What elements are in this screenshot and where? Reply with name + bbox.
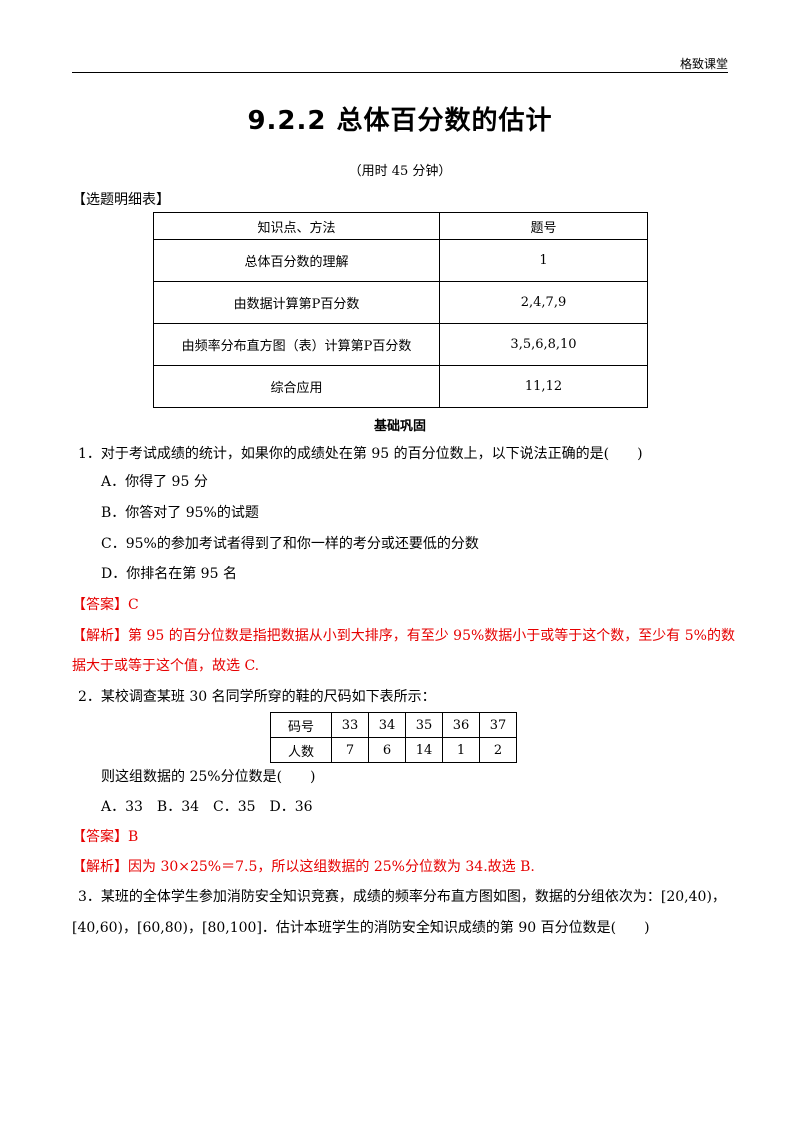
header-cell-topic: 知识点、方法	[153, 212, 440, 240]
size-cell: 34	[368, 712, 406, 738]
topic-cell: 总体百分数的理解	[153, 239, 440, 282]
header-brand: 格致课堂	[679, 57, 728, 71]
count-cell: 14	[405, 737, 443, 763]
size-cell: 33	[331, 712, 369, 738]
header-cell-question-no: 题号	[439, 212, 648, 240]
q2-answer: 【答案】B	[72, 829, 139, 845]
table-row: 总体百分数的理解 1	[153, 239, 648, 282]
q1-option-b: B．你答对了 95%的试题	[101, 505, 259, 521]
q1-analysis-line2: 据大于或等于这个值，故选 C.	[72, 658, 260, 674]
q2-options: A．33 B．34 C．35 D．36	[101, 799, 313, 815]
size-cell: 37	[479, 712, 517, 738]
time-note: （用时 45 分钟）	[348, 164, 452, 179]
header-divider	[72, 72, 728, 73]
section-heading: 基础巩固	[373, 419, 426, 434]
q3-stem-line1: 3．某班的全体学生参加消防安全知识竞赛，成绩的频率分布直方图如图，数据的分组依次…	[78, 889, 726, 905]
topic-cell: 由频率分布直方图（表）计算第P百分数	[153, 323, 440, 366]
table-row: 由数据计算第P百分数 2,4,7,9	[153, 281, 648, 324]
question-no-cell: 11,12	[439, 365, 648, 408]
row-label-count: 人数	[270, 737, 332, 763]
q1-analysis-line1: 【解析】第 95 的百分位数是指把数据从小到大排序，有至少 95%数据小于或等于…	[72, 628, 735, 644]
q2-question: 则这组数据的 25%分位数是( )	[101, 769, 316, 785]
topic-cell: 由数据计算第P百分数	[153, 281, 440, 324]
shoe-size-table: 码号 33 34 35 36 37 人数 7 6 14 1 2	[270, 712, 517, 763]
q2-analysis: 【解析】因为 30×25%＝7.5，所以这组数据的 25%分位数为 34.故选 …	[72, 859, 535, 875]
q2-stem: 2．某校调查某班 30 名同学所穿的鞋的尺码如下表所示：	[78, 689, 436, 705]
q1-answer: 【答案】C	[72, 597, 139, 613]
count-cell: 7	[331, 737, 369, 763]
row-label-size: 码号	[270, 712, 332, 738]
size-cell: 35	[405, 712, 443, 738]
question-no-cell: 2,4,7,9	[439, 281, 648, 324]
q1-stem: 1．对于考试成绩的统计，如果你的成绩处在第 95 的百分位数上，以下说法正确的是…	[78, 446, 643, 462]
q1-option-c: C．95%的参加考试者得到了和你一样的考分或还要低的分数	[101, 536, 479, 552]
q1-option-d: D．你排名在第 95 名	[101, 566, 237, 582]
count-cell: 6	[368, 737, 406, 763]
count-cell: 2	[479, 737, 517, 763]
topic-table-header: 知识点、方法 题号	[153, 212, 648, 240]
topic-table: 知识点、方法 题号 总体百分数的理解 1 由数据计算第P百分数 2,4,7,9 …	[153, 212, 648, 408]
table-row: 由频率分布直方图（表）计算第P百分数 3,5,6,8,10	[153, 323, 648, 366]
table-row: 综合应用 11,12	[153, 365, 648, 408]
topic-cell: 综合应用	[153, 365, 440, 408]
count-cell: 1	[442, 737, 480, 763]
question-no-cell: 3,5,6,8,10	[439, 323, 648, 366]
table-row: 码号 33 34 35 36 37	[270, 712, 517, 738]
q1-option-a: A．你得了 95 分	[101, 474, 208, 490]
section-label: 【选题明细表】	[72, 192, 170, 208]
size-cell: 36	[442, 712, 480, 738]
question-no-cell: 1	[439, 239, 648, 282]
page-title: 9.2.2 总体百分数的估计	[247, 106, 553, 136]
q3-stem-line2: [40,60)，[60,80)，[80,100]．估计本班学生的消防安全知识成绩…	[72, 920, 650, 936]
table-row: 人数 7 6 14 1 2	[270, 737, 517, 763]
